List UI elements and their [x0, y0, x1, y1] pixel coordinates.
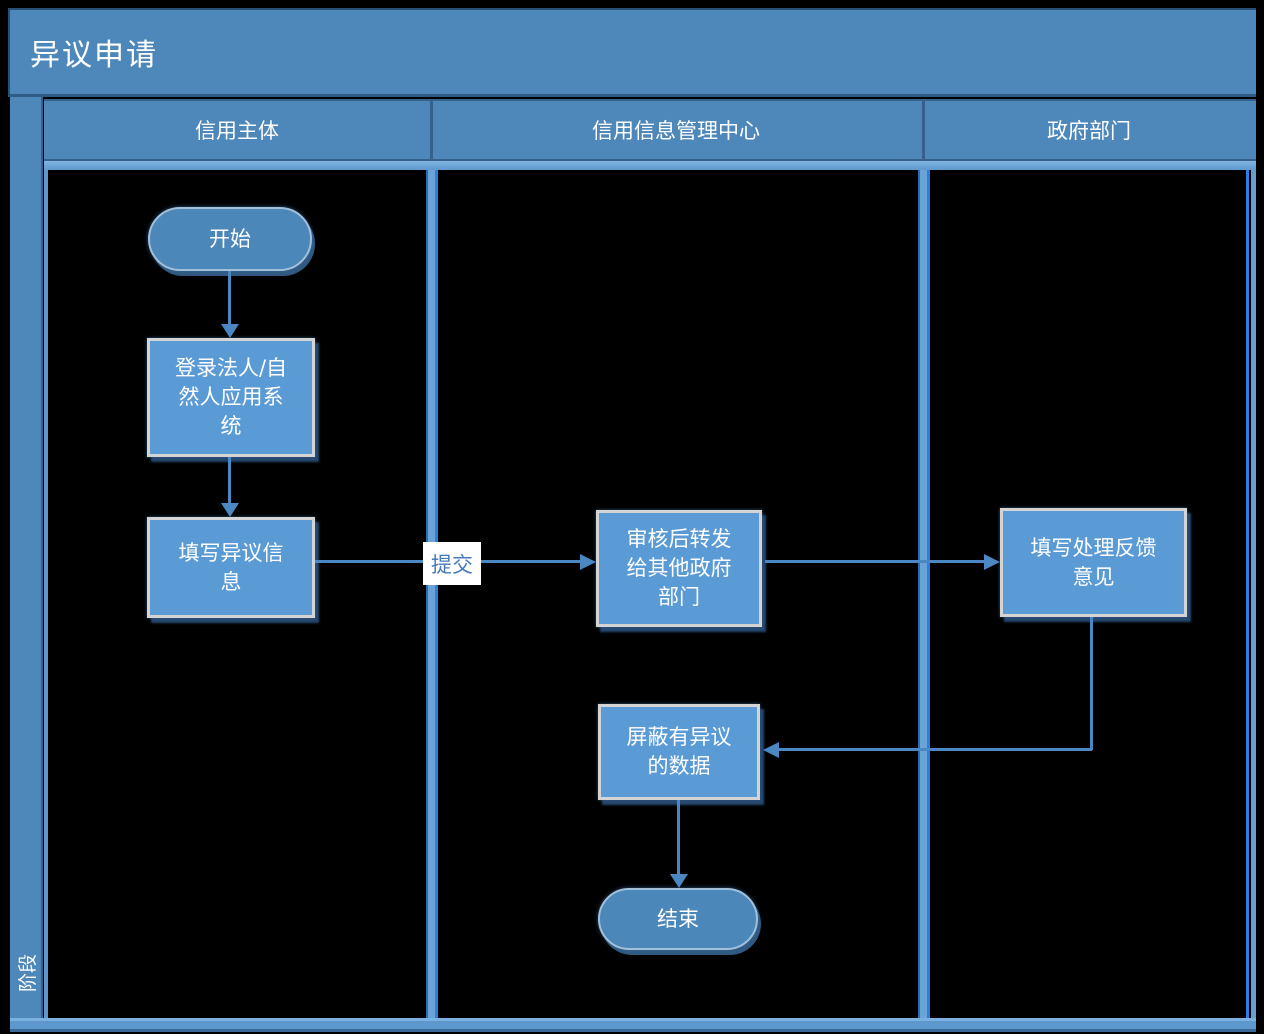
lane-divider-1	[426, 170, 438, 1018]
lane-header-credit-subject: 信用主体	[195, 119, 279, 143]
lane-header-band	[44, 99, 1256, 161]
lane-divider-2	[918, 170, 930, 1018]
arrow-login-to-fill-head	[221, 503, 239, 517]
node-start-label: 开始	[209, 226, 251, 251]
edge-label-submit: 提交	[423, 542, 481, 585]
lane-header-separator	[922, 99, 925, 161]
arrow-submit-head	[580, 554, 596, 570]
node-write-feedback-label: 填写处理反馈意见	[1030, 535, 1157, 589]
node-block-disputed-label: 屏蔽有异议的数据	[626, 725, 732, 778]
node-review-forward: 审核后转发给其他政府部门	[596, 510, 762, 627]
header-bevel	[44, 161, 1256, 170]
arrow-login-to-fill-line	[228, 457, 231, 503]
lane-header-government-dept: 政府部门	[1047, 119, 1131, 143]
node-start: 开始	[148, 207, 312, 271]
arrow-feedback-to-block-head	[763, 742, 779, 758]
arrow-review-to-feedback-head	[984, 554, 1000, 570]
arrow-block-to-end-head	[670, 874, 688, 888]
page-title: 异议申请	[30, 38, 158, 73]
node-write-feedback: 填写处理反馈意见	[1000, 508, 1187, 617]
node-fill-objection-label: 填写异议信息	[178, 540, 284, 594]
node-login-system: 登录法人/自然人应用系统	[147, 338, 315, 457]
frame-bottom-bar	[10, 1018, 1256, 1032]
lane-header-credit-info-center: 信用信息管理中心	[592, 119, 760, 143]
arrow-block-to-end-line	[677, 800, 680, 874]
arrow-start-to-login-head	[221, 324, 239, 338]
node-fill-objection: 填写异议信息	[147, 517, 315, 618]
phase-label: 阶段	[17, 954, 39, 993]
title-bar: 异议申请	[8, 8, 1256, 97]
arrow-review-to-feedback-line	[765, 560, 984, 563]
lane-header-separator	[430, 99, 433, 161]
lane-left-border	[44, 170, 48, 1018]
phase-strip	[10, 97, 43, 1032]
lane-right-border	[1246, 170, 1256, 1018]
node-review-forward-label: 审核后转发给其他政府部门	[626, 527, 732, 609]
node-login-system-label: 登录法人/自然人应用系统	[174, 356, 288, 438]
arrow-feedback-to-block-vline	[1090, 617, 1093, 750]
node-end-label: 结束	[657, 906, 699, 931]
node-block-disputed: 屏蔽有异议的数据	[598, 704, 760, 800]
node-end: 结束	[598, 888, 758, 950]
arrow-start-to-login-line	[228, 271, 231, 326]
arrow-feedback-to-block-hline	[779, 748, 1092, 751]
